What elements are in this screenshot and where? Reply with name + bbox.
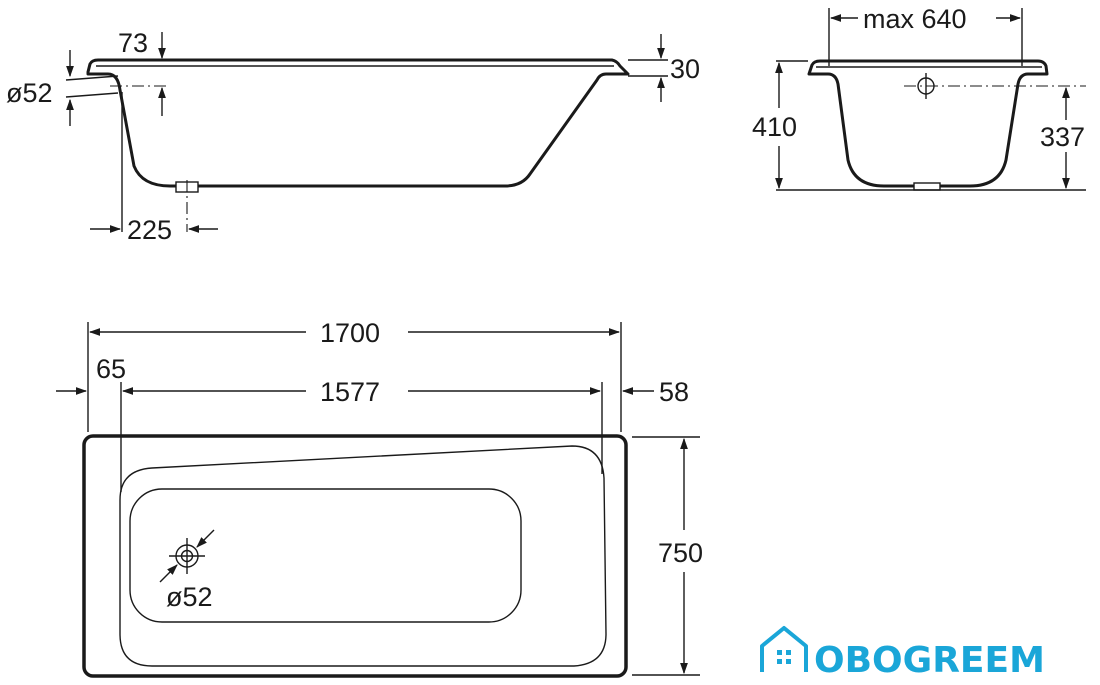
brand-logo: OBOGREEM [760,626,1045,681]
dim-30-label: 30 [670,54,700,84]
dim-overflow-label: ø52 [6,78,53,108]
house-icon [760,626,808,672]
dim-640-label: max 640 [863,4,967,34]
dim-1577-label: 1577 [320,377,380,407]
dim-337-label: 337 [1040,122,1085,152]
dim-58-label: 58 [659,377,689,407]
top-view-drain-leader-2 [159,564,178,583]
dim-overflow-leader-1 [65,75,119,81]
dim-225-label: 225 [127,215,172,245]
side-view: 73 ø52 30 225 [6,28,700,245]
top-view: ø52 1700 1577 65 58 750 [56,318,703,678]
dim-1700-label: 1700 [320,318,380,348]
dim-73-label: 73 [118,28,148,58]
end-view-tub-outline [807,59,1049,188]
top-view-basin [129,488,522,623]
top-view-drain-label: ø52 [166,582,213,612]
dim-410-label: 410 [752,112,797,142]
dim-750-label: 750 [658,538,703,568]
end-view: max 640 410 337 [752,4,1086,191]
top-view-drain-leader-1 [196,529,215,548]
dim-65-label: 65 [96,354,126,384]
top-view-outer-rim [82,434,628,678]
dim-overflow-leader-2 [65,92,119,98]
end-view-drain-fitting [913,182,941,191]
side-view-tub-outline [86,58,630,188]
brand-name: OBOGREEM [814,640,1045,681]
